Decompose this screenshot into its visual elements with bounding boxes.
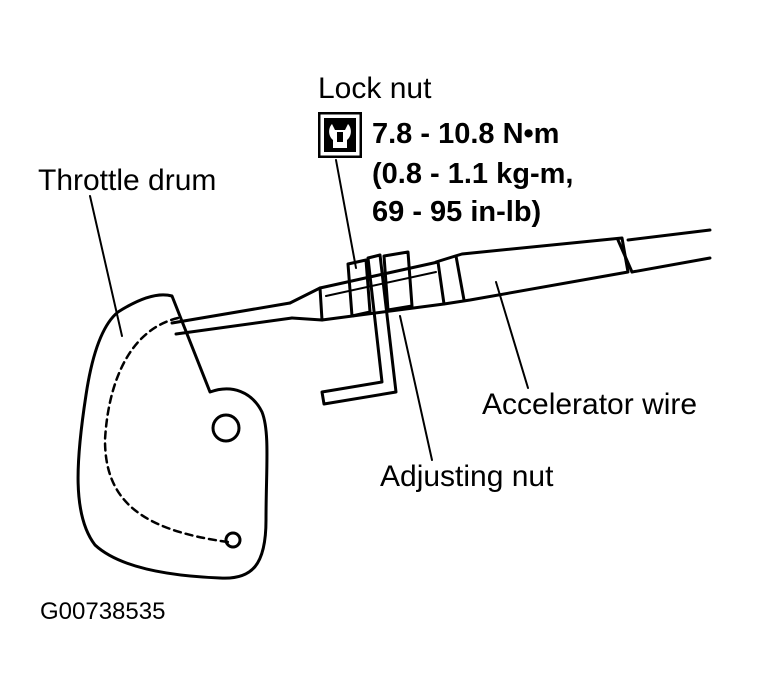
cable-end-taper: [288, 286, 324, 322]
leader-adjusting-nut: [399, 315, 433, 461]
throttle-drum: [76, 293, 269, 580]
fitting-thread-line: [325, 271, 437, 297]
torque-kgm-label: (0.8 - 1.1 kg-m,: [372, 158, 574, 190]
throttle-drum-label: Throttle drum: [38, 164, 217, 197]
accelerator-wire-label: Accelerator wire: [482, 388, 698, 421]
housing-ring: [454, 254, 466, 302]
leader-throttle-drum: [89, 195, 123, 337]
mounting-bracket: [320, 253, 398, 406]
adjusting-nut-label: Adjusting nut: [380, 460, 554, 493]
inner-cable: [170, 301, 292, 325]
figure-code: G00738535: [40, 598, 166, 625]
torque-inlb-label: 69 - 95 in-lb): [372, 196, 542, 228]
outer-housing: [434, 236, 630, 306]
adjusting-nut-shape: [382, 250, 414, 312]
accelerator-cable: [626, 228, 712, 274]
torque-wrench-icon: [317, 111, 363, 159]
housing-collar: [616, 238, 634, 274]
drum-hole-large: [211, 413, 241, 443]
leader-accelerator-wire: [495, 281, 529, 389]
drum-hole-small: [224, 531, 242, 549]
torque-nm-label: 7.8 - 10.8 N•m: [372, 118, 560, 150]
drum-groove: [103, 316, 230, 544]
lock-nut-label: Lock nut: [318, 72, 432, 105]
leader-lock-nut: [335, 159, 357, 269]
lock-nut-shape: [346, 258, 372, 318]
inner-cable-lower: [174, 316, 294, 336]
